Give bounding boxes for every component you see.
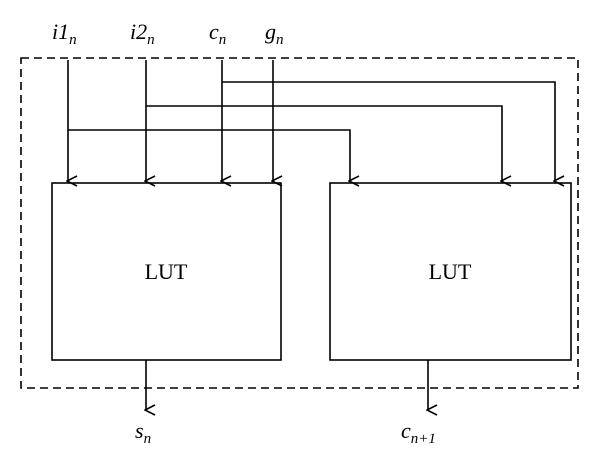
output-label-c-next-base: c [401,418,411,443]
input-label-i2-base: i2 [130,19,148,44]
lut-block-left [51,182,282,361]
output-label-s-sub: n [143,431,152,447]
input-label-i2: i2n [130,21,155,48]
lut-block-right [329,182,572,361]
input-label-i1-base: i1 [52,19,70,44]
wire-c-to-right-lut [222,81,555,181]
output-label-s: sn [135,420,151,447]
input-label-c-base: c [209,19,219,44]
input-label-g-base: g [265,19,276,44]
input-label-g-sub: n [276,32,284,48]
wire-i1-to-right-lut [68,129,350,181]
input-label-i2-sub: n [147,32,155,48]
input-label-g: gn [265,21,284,48]
input-label-i1-sub: n [69,32,77,48]
output-label-c-next-sub: n+1 [410,431,436,447]
module-boundary [20,57,579,389]
output-label-s-base: s [135,418,144,443]
input-label-c: cn [209,21,226,48]
lut-right-label: LUT [428,259,472,284]
lut-left-label: LUT [144,259,188,284]
input-label-c-sub: n [218,32,227,48]
wire-i2-to-right-lut [146,105,502,181]
input-label-i1: i1n [52,21,77,48]
output-label-c-next: cn+1 [401,420,436,447]
